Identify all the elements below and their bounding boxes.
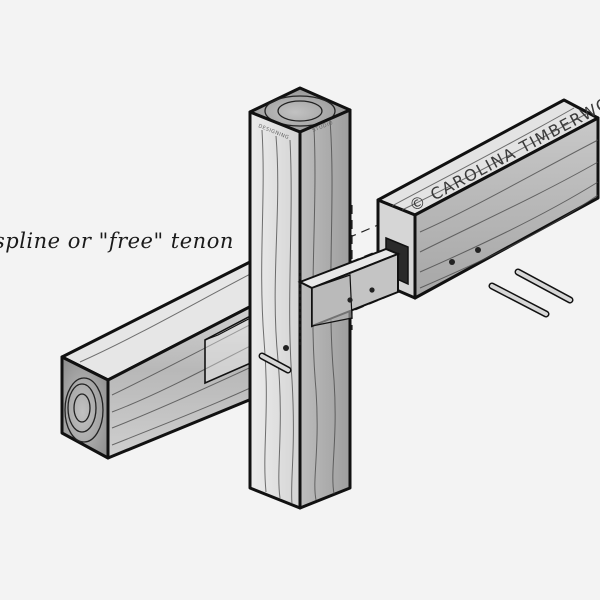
right-beam: © CAROLINA TIMBERWORKS [376, 76, 600, 300]
peg [488, 282, 550, 318]
tenon-peg-hole [347, 297, 353, 303]
end-grain-rings [64, 377, 104, 443]
peg-left [258, 345, 292, 374]
peg [514, 268, 574, 304]
free-tenon-spline [297, 247, 401, 328]
pegs-right [488, 268, 574, 318]
peg-hole [475, 247, 481, 253]
tenon-peg-hole [369, 287, 375, 293]
peg-hole [449, 259, 455, 265]
spline-callout-label: spline or "free" tenon [0, 229, 234, 253]
